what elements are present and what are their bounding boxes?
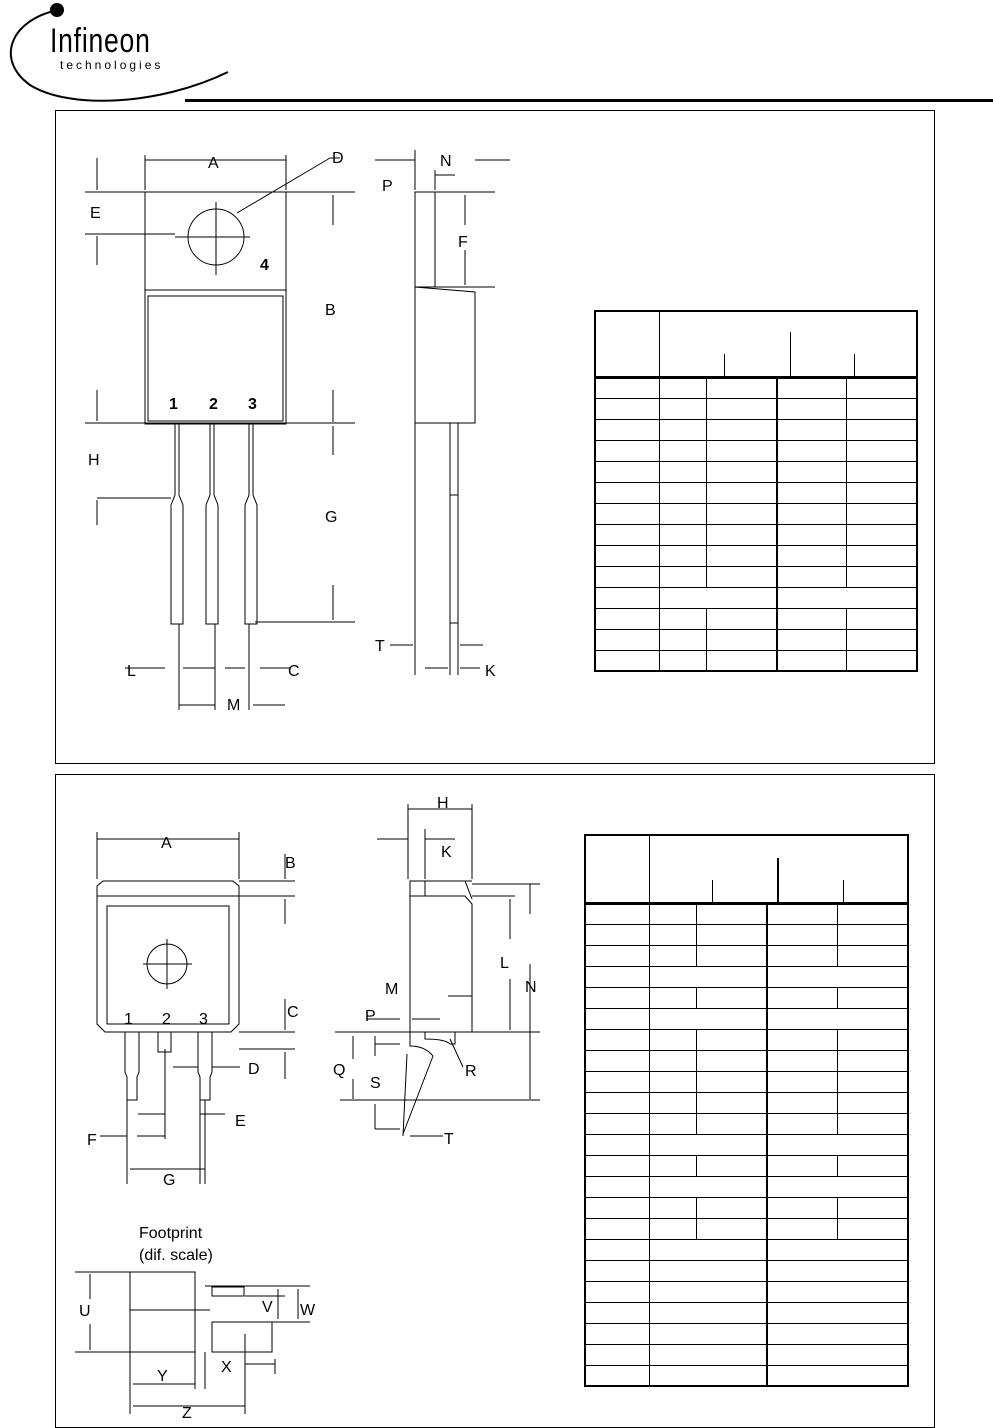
dim-label-l: L <box>500 955 509 972</box>
package1-drawing: A D E 4 B 1 2 3 H G L C M N P F T K <box>85 150 510 714</box>
dim-label-f: F <box>87 1132 97 1149</box>
dim-label-r: R <box>465 1063 477 1080</box>
table-row <box>584 1007 909 1030</box>
logo-text: Infineon <box>50 22 151 60</box>
table-row <box>584 1301 909 1324</box>
table-row <box>584 1091 909 1114</box>
table-row <box>584 1280 909 1303</box>
table-row <box>594 502 918 525</box>
dim-label-b: B <box>325 302 336 319</box>
dimension-table-1 <box>594 310 918 672</box>
table-row <box>594 628 918 651</box>
table-row <box>584 1049 909 1072</box>
dim-label-k: K <box>485 663 496 680</box>
table-row <box>594 586 918 609</box>
dim-label-b: B <box>285 855 296 872</box>
dim-label-n: N <box>440 153 452 170</box>
dim-label-s: S <box>370 1075 381 1092</box>
table-row <box>584 1112 909 1135</box>
dim-label-h: H <box>88 452 100 469</box>
table-row <box>584 1196 909 1219</box>
dim-label-d: D <box>332 150 344 167</box>
pin-label-3: 3 <box>248 396 257 413</box>
footprint-label-y: Y <box>157 1368 168 1385</box>
pin-label-tab: 4 <box>260 257 269 274</box>
dim-label-k: K <box>441 844 452 861</box>
logo-subtext: technologies <box>60 58 164 72</box>
dim-label-h: H <box>437 795 449 812</box>
dim-label-m: M <box>385 981 398 998</box>
pin-label-3: 3 <box>199 1011 208 1028</box>
table-row <box>584 1322 909 1345</box>
package-panel-1 <box>55 110 935 764</box>
table-row <box>584 1364 909 1387</box>
dim-label-t: T <box>444 1131 454 1148</box>
table-row <box>584 1133 909 1156</box>
table-row <box>594 481 918 504</box>
table-row <box>594 418 918 441</box>
dim-label-e: E <box>90 205 101 222</box>
table-row <box>594 565 918 588</box>
footprint-label-u: U <box>79 1303 91 1320</box>
table-row <box>594 649 918 672</box>
dim-label-m: M <box>227 697 240 714</box>
table-row <box>584 1175 909 1198</box>
table-row <box>594 544 918 567</box>
table-row <box>584 902 909 925</box>
footprint-label-x: X <box>221 1359 232 1376</box>
dim-label-c: C <box>287 1004 299 1021</box>
logo-swoosh-icon <box>10 3 229 102</box>
pin-label-1: 1 <box>124 1011 133 1028</box>
table-row <box>584 1238 909 1261</box>
footprint-label-z: Z <box>182 1405 192 1422</box>
dim-label-q: Q <box>333 1062 345 1079</box>
pin-label-2: 2 <box>209 396 218 413</box>
table-row <box>584 986 909 1009</box>
dim-label-f: F <box>458 234 468 251</box>
dim-label-t: T <box>375 638 385 655</box>
table-row <box>584 1154 909 1177</box>
package2-drawing: A B C 1 2 3 D E F G H K L N M P Q R S T … <box>75 795 540 1422</box>
dim-label-p: P <box>365 1008 376 1025</box>
table-row <box>584 1217 909 1240</box>
table-row <box>594 607 918 630</box>
pin-label-2: 2 <box>162 1011 171 1028</box>
header-rule <box>185 99 993 102</box>
table-row <box>594 439 918 462</box>
dim-label-l: L <box>127 663 136 680</box>
table-row <box>584 1259 909 1282</box>
dim-label-a: A <box>161 835 172 852</box>
table-row <box>584 1028 909 1051</box>
dim-label-p: P <box>382 178 393 195</box>
footprint-title: Footprint <box>139 1225 203 1242</box>
footprint-label-v: V <box>262 1299 273 1316</box>
dim-label-g: G <box>163 1172 175 1189</box>
table-row <box>584 965 909 988</box>
dimension-table-2 <box>584 834 909 1387</box>
dim-label-d: D <box>248 1061 260 1078</box>
footprint-subtitle: (dif. scale) <box>139 1247 213 1264</box>
table-row <box>584 1070 909 1093</box>
table-row <box>594 460 918 483</box>
table-row <box>594 376 918 399</box>
dim-label-c: C <box>288 663 300 680</box>
dim-label-g: G <box>325 509 337 526</box>
footprint-label-w: W <box>300 1302 316 1319</box>
table-row <box>584 944 909 967</box>
table-row <box>584 923 909 946</box>
table-row <box>584 1343 909 1366</box>
pin-label-1: 1 <box>169 396 178 413</box>
table-row <box>594 523 918 546</box>
dim-label-e: E <box>235 1113 246 1130</box>
dim-label-n: N <box>525 979 537 996</box>
table-row <box>594 397 918 420</box>
dim-label-a: A <box>208 155 219 172</box>
